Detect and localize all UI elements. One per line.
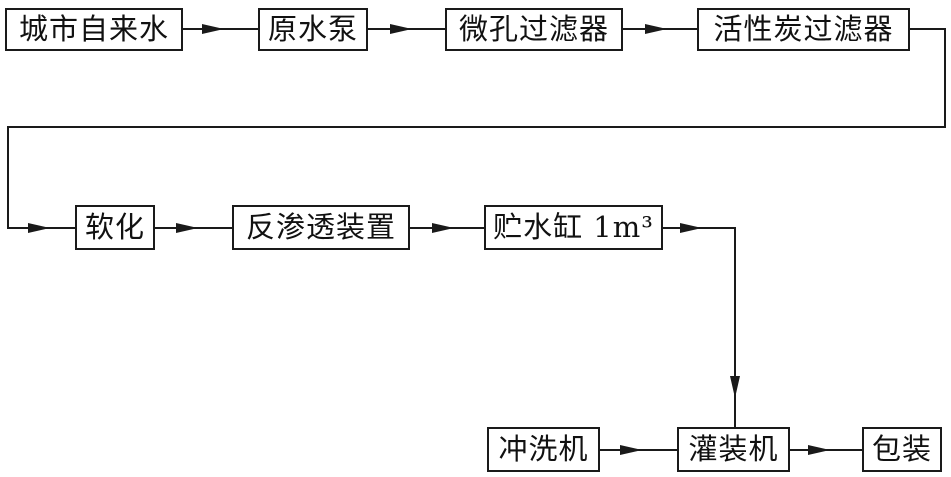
node-washer: 冲洗机 [487,427,600,472]
arrow-tap-water-to-raw-pump [183,24,258,34]
arrow-reverse-osmosis-to-storage-tank [410,223,484,233]
node-filler: 灌装机 [677,427,790,472]
node-tap-water: 城市自来水 [5,8,183,51]
node-raw-pump: 原水泵 [258,8,368,51]
arrow-raw-pump-to-microporous-filter [368,24,445,34]
arrow-activated-carbon-filter-to-softening [7,28,946,233]
node-activated-carbon-filter: 活性炭过滤器 [697,8,910,51]
arrow-softening-to-reverse-osmosis [155,223,232,233]
arrow-microporous-filter-to-activated-carbon-filter [623,24,697,34]
node-softening: 软化 [75,205,155,250]
arrow-filler-to-packaging [790,445,862,455]
node-reverse-osmosis: 反渗透装置 [232,205,410,250]
node-storage-tank: 贮水缸 1m³ [484,205,663,250]
arrow-storage-tank-to-filler [663,223,740,427]
node-microporous-filter: 微孔过滤器 [445,8,623,51]
arrow-washer-to-filler [600,445,677,455]
node-packaging: 包装 [862,427,942,472]
